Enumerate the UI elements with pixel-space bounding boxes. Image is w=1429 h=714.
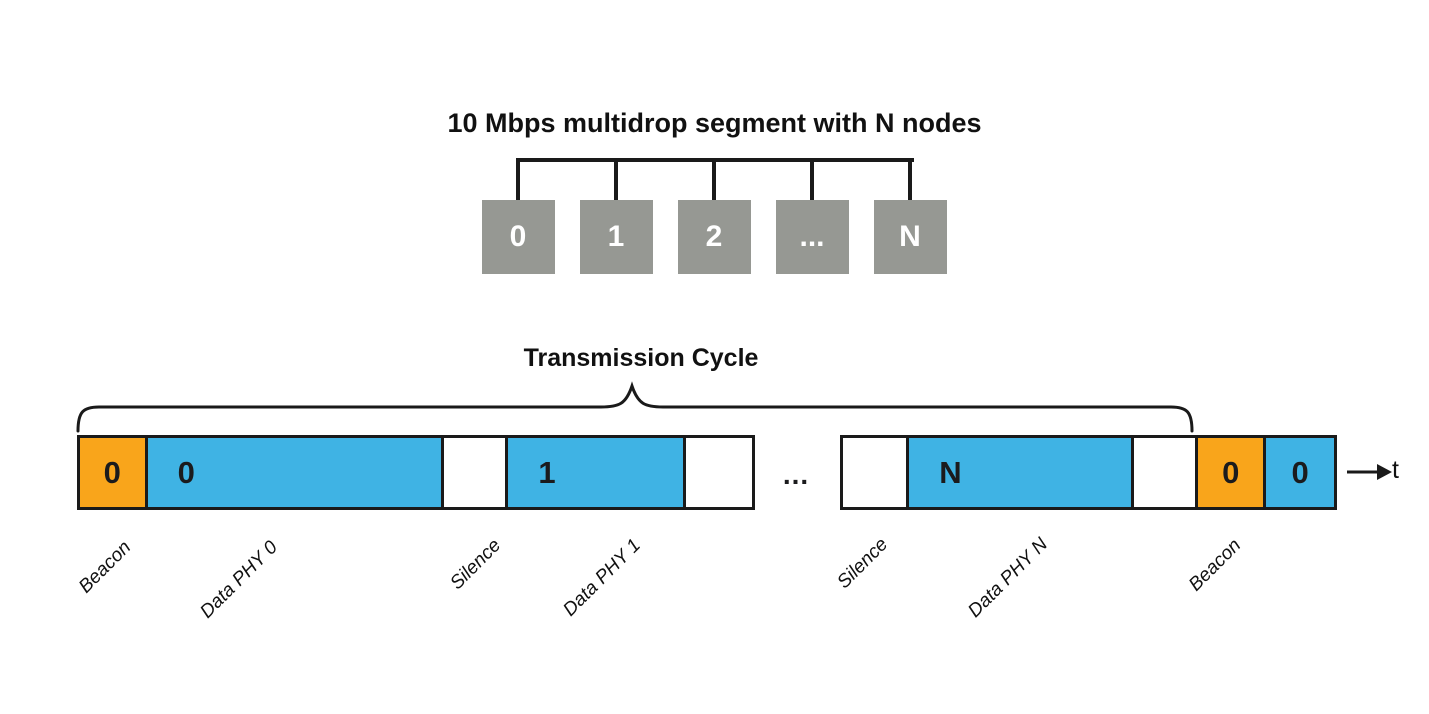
segment-silence (1133, 438, 1199, 507)
segment-value: 0 (103, 454, 121, 490)
segment-value: 0 (177, 454, 195, 490)
node-box-1: 1 (579, 200, 653, 274)
segment-label-text: Data PHY N (964, 534, 1052, 622)
segment-value: 1 (538, 454, 556, 490)
segment-value: 0 (1291, 454, 1309, 490)
node-box-N: N (873, 200, 947, 274)
bars-ellipsis: ... (782, 459, 810, 490)
network-title: 10 Mbps multidrop segment with N nodes (447, 108, 982, 138)
node-box-0: 0 (481, 200, 555, 274)
drop-line (516, 158, 520, 202)
segment-silence (444, 438, 509, 507)
cycle-label: Transmission Cycle (523, 344, 759, 372)
segment-data-phy-0: 0 (147, 438, 445, 507)
time-axis-arrow-icon (1347, 464, 1392, 480)
drop-line (908, 158, 912, 202)
timeline-bar-right: N 0 0 (840, 435, 1337, 510)
brace-path (76, 381, 1194, 433)
drop-line (810, 158, 814, 202)
drop-line (614, 158, 618, 202)
segment-label-text: Beacon (74, 537, 135, 598)
segment-silence (843, 438, 910, 507)
segment-data-phy-0: 0 (1266, 438, 1334, 507)
segment-label-text: Silence (445, 535, 505, 594)
bus-line (518, 158, 914, 162)
segment-label-text: Silence (832, 534, 892, 593)
segment-beacon-0: 0 (1198, 438, 1267, 507)
segment-label-text: Beacon (1184, 535, 1245, 596)
node-box-2: 2 (677, 200, 751, 274)
segment-label-text: Data PHY 0 (196, 537, 282, 623)
segment-value: 0 (1222, 454, 1240, 490)
segment-label-text: Data PHY 1 (559, 535, 645, 621)
segment-data-phy-n: N (909, 438, 1134, 507)
segment-data-phy-1: 1 (508, 438, 686, 507)
node-box-...: ... (775, 200, 849, 274)
segment-beacon-0: 0 (80, 438, 148, 507)
segment-silence (685, 438, 753, 507)
time-axis-label: t (1392, 456, 1399, 484)
drop-line (712, 158, 716, 202)
timeline-bar-left: 0 0 1 (77, 435, 755, 510)
segment-value: N (939, 454, 962, 490)
